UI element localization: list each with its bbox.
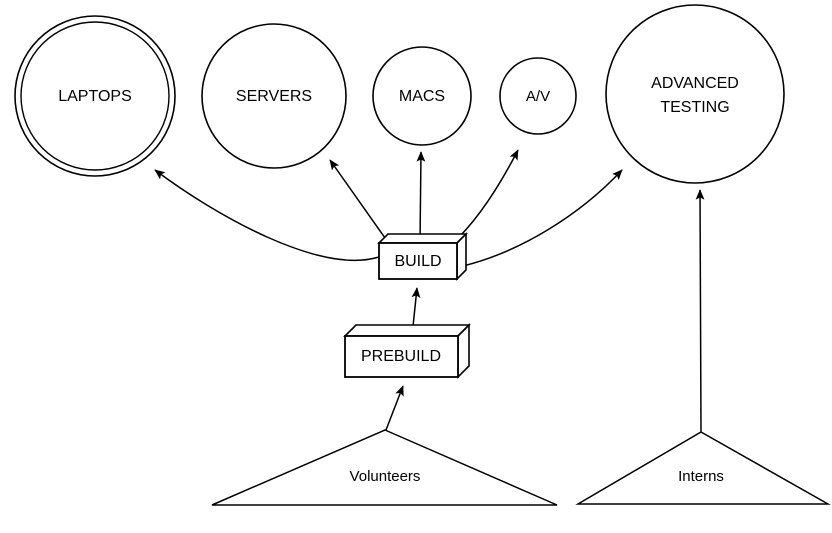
edge-build-to-av[interactable] xyxy=(451,149,519,245)
interns-triangle xyxy=(575,431,831,505)
laptops-label: LAPTOPS xyxy=(58,88,132,105)
actor-volunteers[interactable]: Volunteers xyxy=(211,429,558,506)
build-box-top-face xyxy=(377,233,468,244)
interns-label: Interns xyxy=(678,468,724,485)
edge-volunteers-to-prebuild[interactable] xyxy=(385,385,404,431)
volunteers-label: Volunteers xyxy=(350,468,421,485)
edge-build-to-servers[interactable] xyxy=(329,159,391,246)
volunteers-triangle xyxy=(211,429,558,506)
node-prebuild[interactable]: PREBUILD xyxy=(343,323,471,379)
servers-circle xyxy=(201,23,347,169)
edges-layer xyxy=(154,149,705,433)
advanced-testing-label-line2: TESTING xyxy=(660,99,729,116)
prebuild-box-top-face xyxy=(343,324,471,337)
prebuild-box-front-face xyxy=(344,335,459,378)
advanced-testing-label-line1: ADVANCED xyxy=(651,75,739,92)
av-circle xyxy=(499,57,577,135)
node-macs[interactable]: MACS xyxy=(372,46,472,146)
macs-circle xyxy=(372,46,472,146)
node-build[interactable]: BUILD xyxy=(377,232,468,281)
node-av[interactable]: A/V xyxy=(499,57,577,135)
node-servers[interactable]: SERVERS xyxy=(201,23,347,169)
edge-interns-to-advanced-testing[interactable] xyxy=(695,189,705,433)
edge-build-to-macs[interactable] xyxy=(416,151,426,244)
edge-build-to-advanced-testing[interactable] xyxy=(462,169,623,267)
node-advanced-testing[interactable]: ADVANCED TESTING xyxy=(605,4,785,184)
macs-label: MACS xyxy=(399,88,445,105)
node-laptops[interactable]: LAPTOPS xyxy=(14,15,176,177)
servers-label: SERVERS xyxy=(236,88,312,105)
laptops-inner-circle xyxy=(20,21,170,171)
advanced-testing-circle xyxy=(605,4,785,184)
build-box-front-face xyxy=(378,242,458,280)
build-label: BUILD xyxy=(394,253,441,270)
edge-build-to-laptops[interactable] xyxy=(154,169,380,262)
build-box-right-face xyxy=(456,232,467,281)
av-label: A/V xyxy=(526,88,550,105)
prebuild-label: PREBUILD xyxy=(361,348,441,365)
actor-interns[interactable]: Interns xyxy=(575,431,831,505)
